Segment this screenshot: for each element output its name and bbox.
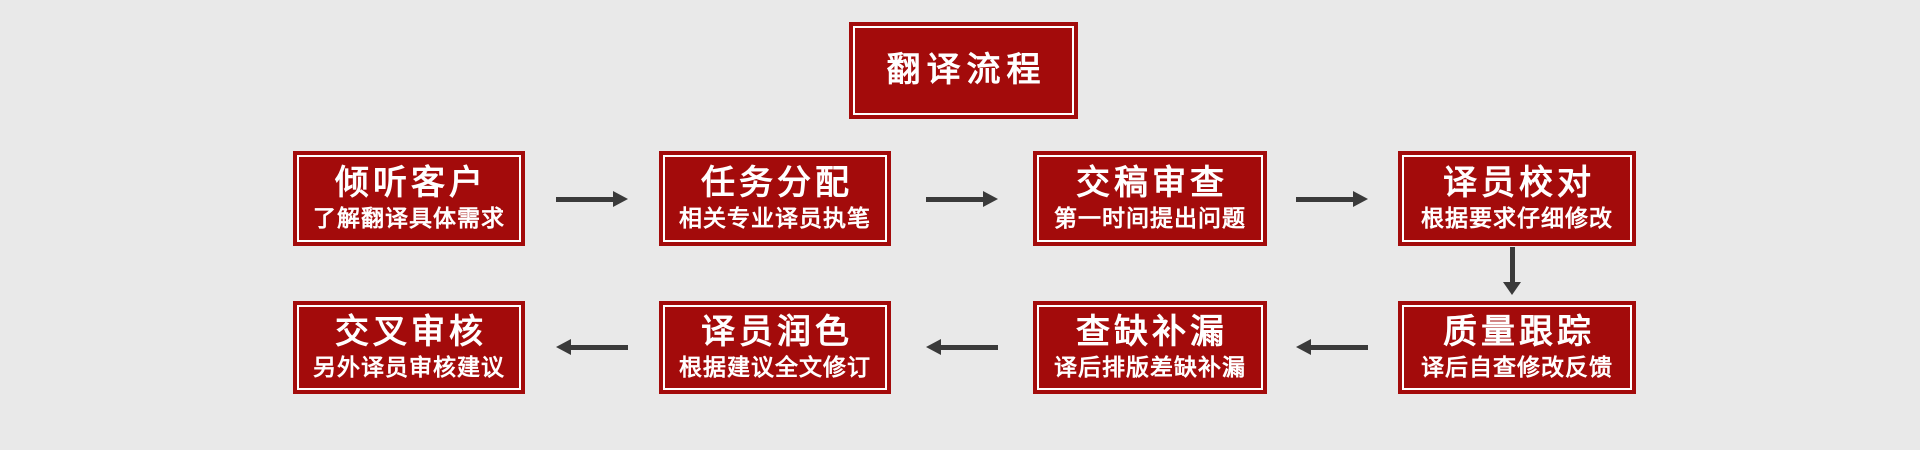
node-title: 交稿审查 (1076, 164, 1228, 203)
node-cross-review: 交叉审核 另外译员审核建议 (293, 301, 525, 394)
node-subtitle: 根据要求仔细修改 (1421, 205, 1613, 232)
flow-title-box-inner: 翻译流程 (853, 26, 1074, 115)
node-listen-customer: 倾听客户 了解翻译具体需求 (293, 151, 525, 246)
node-task-assignment: 任务分配 相关专业译员执笔 (659, 151, 891, 246)
arrow-right-icon (926, 191, 998, 207)
arrow-head (1353, 191, 1368, 207)
node-translator-proofreading: 译员校对 根据要求仔细修改 (1398, 151, 1636, 246)
arrow-left-icon (556, 339, 628, 355)
arrow-shaft (556, 197, 614, 202)
arrow-head (1503, 282, 1521, 295)
node-subtitle: 相关专业译员执笔 (679, 205, 871, 232)
node-subtitle: 了解翻译具体需求 (313, 205, 505, 232)
node-inner: 任务分配 相关专业译员执笔 (663, 155, 887, 242)
node-inner: 倾听客户 了解翻译具体需求 (297, 155, 521, 242)
node-title: 倾听客户 (335, 164, 487, 203)
arrow-right-icon (556, 191, 628, 207)
node-inner: 译员校对 根据要求仔细修改 (1402, 155, 1632, 242)
node-gap-check: 查缺补漏 译后排版差缺补漏 (1033, 301, 1267, 394)
arrow-head (613, 191, 628, 207)
node-subtitle: 根据建议全文修订 (679, 354, 871, 381)
node-title: 译员润色 (701, 313, 853, 352)
node-inner: 译员润色 根据建议全文修订 (663, 305, 887, 390)
node-submission-review: 交稿审查 第一时间提出问题 (1033, 151, 1267, 246)
node-quality-tracking: 质量跟踪 译后自查修改反馈 (1398, 301, 1636, 394)
flow-title: 翻译流程 (886, 50, 1047, 89)
flow-title-box: 翻译流程 (849, 22, 1078, 119)
arrow-shaft (926, 197, 984, 202)
arrow-left-icon (926, 339, 998, 355)
node-inner: 交稿审查 第一时间提出问题 (1037, 155, 1263, 242)
node-title: 译员校对 (1443, 164, 1595, 203)
node-subtitle: 第一时间提出问题 (1054, 205, 1246, 232)
arrow-shaft (1310, 345, 1368, 350)
arrow-shaft (1510, 247, 1515, 282)
node-title: 任务分配 (701, 164, 853, 203)
node-subtitle: 另外译员审核建议 (313, 354, 505, 381)
node-inner: 查缺补漏 译后排版差缺补漏 (1037, 305, 1263, 390)
node-title: 查缺补漏 (1076, 313, 1228, 352)
arrow-down-icon (1503, 247, 1521, 295)
node-inner: 交叉审核 另外译员审核建议 (297, 305, 521, 390)
arrow-shaft (1296, 197, 1354, 202)
arrow-left-icon (1296, 339, 1368, 355)
node-inner: 质量跟踪 译后自查修改反馈 (1402, 305, 1632, 390)
node-title: 质量跟踪 (1443, 313, 1595, 352)
arrow-shaft (940, 345, 998, 350)
arrow-right-icon (1296, 191, 1368, 207)
arrow-head (983, 191, 998, 207)
arrow-head (1296, 339, 1311, 355)
arrow-head (556, 339, 571, 355)
arrow-shaft (570, 345, 628, 350)
node-title: 交叉审核 (335, 313, 487, 352)
node-subtitle: 译后排版差缺补漏 (1054, 354, 1246, 381)
node-translator-polishing: 译员润色 根据建议全文修订 (659, 301, 891, 394)
arrow-head (926, 339, 941, 355)
node-subtitle: 译后自查修改反馈 (1421, 354, 1613, 381)
